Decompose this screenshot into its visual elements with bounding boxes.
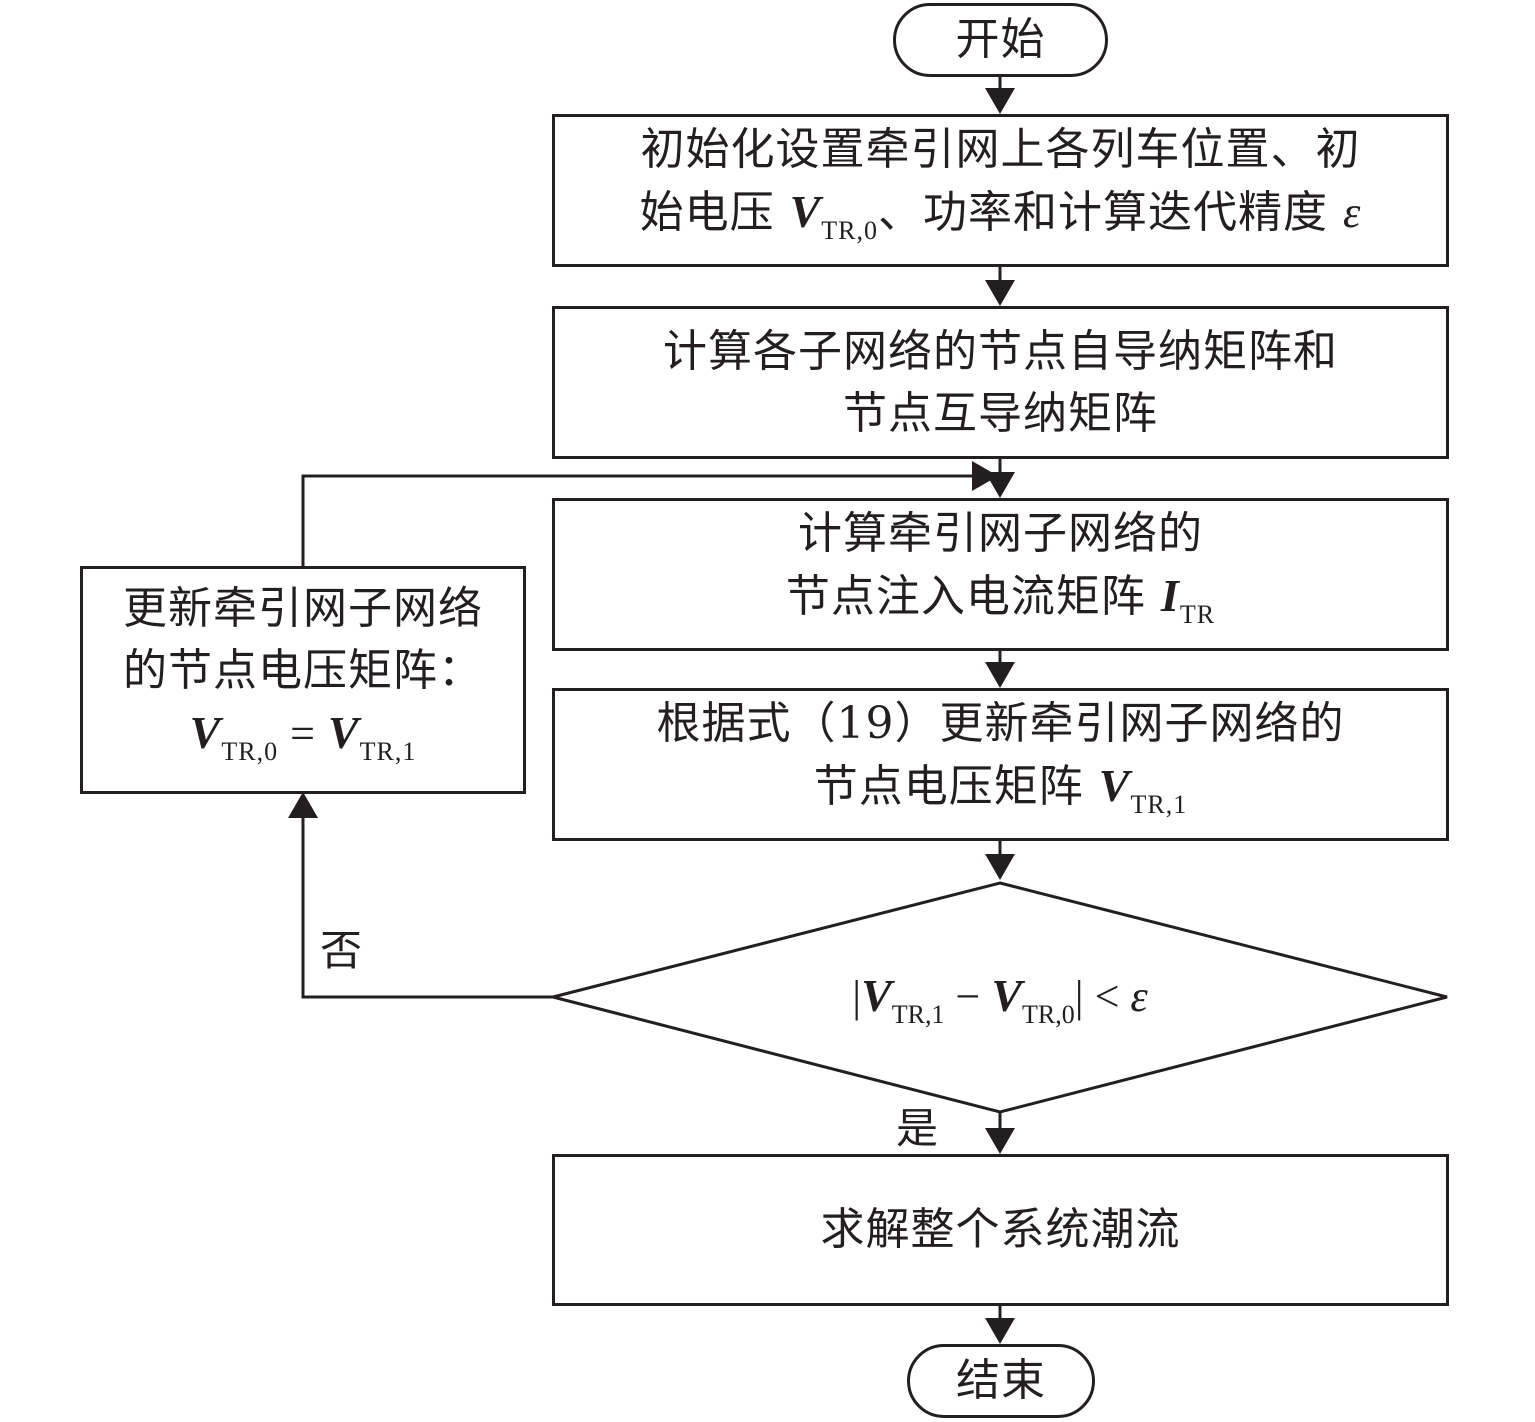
convergence-condition: |VTR,1 − VTR,0| < ε [553,965,1447,1046]
voltage-subscript: TR,0 [221,736,279,766]
voltage-symbol: V [327,706,360,758]
no-branch-label: 否 [320,926,363,975]
init-text: 始电压 [639,187,775,238]
start-terminal: 开始 [893,3,1108,77]
admittance-process-box: 计算各子网络的节点自导纳矩阵和 节点互导纳矩阵 [552,306,1449,459]
current-line-2: 节点注入电流矩阵 ITR [786,565,1215,646]
voltage-symbol: V [1098,760,1131,811]
end-terminal: 结束 [907,1344,1095,1418]
edge-decision-no-assign [301,818,553,999]
arrowhead-icon [985,1318,1015,1344]
admittance-line-1: 计算各子网络的节点自导纳矩阵和 [663,325,1338,377]
solve-label: 求解整个系统潮流 [820,1204,1181,1255]
current-subscript: TR [1179,600,1216,629]
update-line-1: 根据式（19）更新牵引网子网络的 [656,698,1345,749]
arrowhead-icon [985,1128,1015,1154]
init-line-1: 初始化设置牵引网上各列车位置、初 [640,124,1361,175]
edge-assign-loop-back [301,474,972,566]
assign-equation: VTR,0 = VTR,1 [190,702,417,783]
epsilon-symbol: ε [1343,188,1362,237]
current-symbol: I [1160,570,1180,621]
arrowhead-icon [985,88,1015,114]
update-voltage-process-box: 根据式（19）更新牵引网子网络的 节点电压矩阵 VTR,1 [552,688,1449,841]
arrowhead-icon [985,854,1015,880]
arrowhead-icon [985,280,1015,306]
voltage-subscript: TR,0 [1022,1000,1075,1029]
arrowhead-icon [985,662,1015,688]
voltage-symbol: V [789,186,822,237]
current-text: 节点注入电流矩阵 [785,571,1146,622]
equals-sign: = [278,708,328,758]
init-text: 、功率和计算迭代精度 [878,187,1329,238]
voltage-subscript: TR,0 [821,216,879,245]
end-label: 结束 [956,1355,1046,1406]
voltage-symbol: V [189,706,222,758]
init-line-2: 始电压 VTR,0、功率和计算迭代精度 ε [640,181,1362,262]
assign-line-1: 更新牵引网子网络 [123,582,483,634]
voltage-subscript: TR,1 [1130,790,1188,819]
voltage-subscript: TR,1 [359,736,417,766]
arrowhead-icon [288,792,318,818]
voltage-symbol: V [991,970,1023,1021]
diamond-shape [552,881,1448,1114]
minus-sign: − [944,972,992,1021]
solve-process-box: 求解整个系统潮流 [552,1154,1449,1306]
update-line-2: 节点电压矩阵 VTR,1 [814,755,1187,836]
abs-bar: | [1074,972,1084,1021]
abs-bar: | [852,972,862,1021]
voltage-symbol: V [861,970,892,1021]
assign-line-2: 的节点电压矩阵： [123,644,483,696]
update-text: 节点电压矩阵 [813,761,1084,812]
admittance-line-2: 节点互导纳矩阵 [843,387,1158,439]
start-label: 开始 [955,14,1046,65]
yes-branch-label: 是 [896,1104,939,1153]
less-than-sign: < [1083,972,1131,1021]
epsilon-symbol: ε [1130,972,1148,1021]
voltage-subscript: TR,1 [891,1000,945,1029]
assign-voltage-box: 更新牵引网子网络 的节点电压矩阵： VTR,0 = VTR,1 [80,566,526,794]
current-line-1: 计算牵引网子网络的 [798,508,1203,559]
arrowhead-icon [972,461,998,491]
current-process-box: 计算牵引网子网络的 节点注入电流矩阵 ITR [552,498,1449,651]
init-process-box: 初始化设置牵引网上各列车位置、初 始电压 VTR,0、功率和计算迭代精度 ε [552,114,1449,267]
